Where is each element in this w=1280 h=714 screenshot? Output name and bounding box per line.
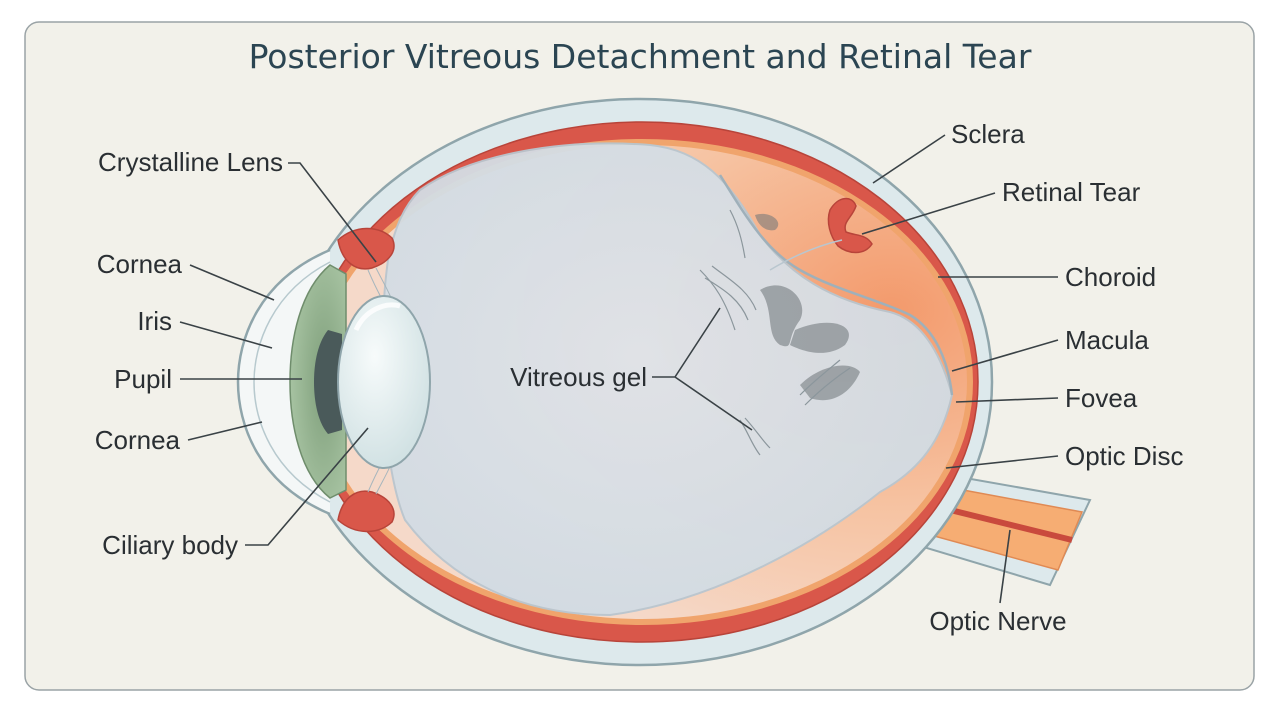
label-macula: Macula <box>1065 325 1149 355</box>
pupil-shape <box>314 330 342 434</box>
leader-sclera <box>872 134 946 184</box>
label-ciliary-body: Ciliary body <box>102 530 238 560</box>
leader-optic-nerve <box>999 529 1011 604</box>
diagram-title: Posterior Vitreous Detachment and Retina… <box>249 37 1032 76</box>
label-optic-nerve: Optic Nerve <box>929 606 1066 636</box>
leader-cornea-upper <box>189 264 275 301</box>
leader-crystalline-lens <box>288 162 377 263</box>
label-vitreous-gel: Vitreous gel <box>510 362 647 392</box>
leader-ciliary-body <box>245 427 369 546</box>
label-choroid: Choroid <box>1065 262 1156 292</box>
label-cornea-upper: Cornea <box>97 249 183 279</box>
label-pupil: Pupil <box>114 364 172 394</box>
leader-cornea-lower <box>187 421 263 441</box>
leader-iris <box>179 321 273 349</box>
label-sclera: Sclera <box>951 119 1025 149</box>
label-crystalline-lens: Crystalline Lens <box>98 147 283 177</box>
label-optic-disc: Optic Disc <box>1065 441 1183 471</box>
label-iris: Iris <box>137 306 172 336</box>
leader-optic-disc <box>945 455 1059 469</box>
retinal-tear-flap <box>827 197 873 254</box>
leader-vitreous-gel <box>652 307 753 431</box>
leader-fovea <box>955 397 1059 403</box>
label-fovea: Fovea <box>1065 383 1138 413</box>
leader-lines <box>179 134 1059 604</box>
label-retinal-tear: Retinal Tear <box>1002 177 1141 207</box>
detachment-edge <box>718 174 954 396</box>
label-cornea-lower: Cornea <box>95 425 181 455</box>
crystalline-lens-shape <box>337 295 431 469</box>
leader-macula <box>951 339 1059 372</box>
leader-retinal-tear <box>861 192 996 235</box>
